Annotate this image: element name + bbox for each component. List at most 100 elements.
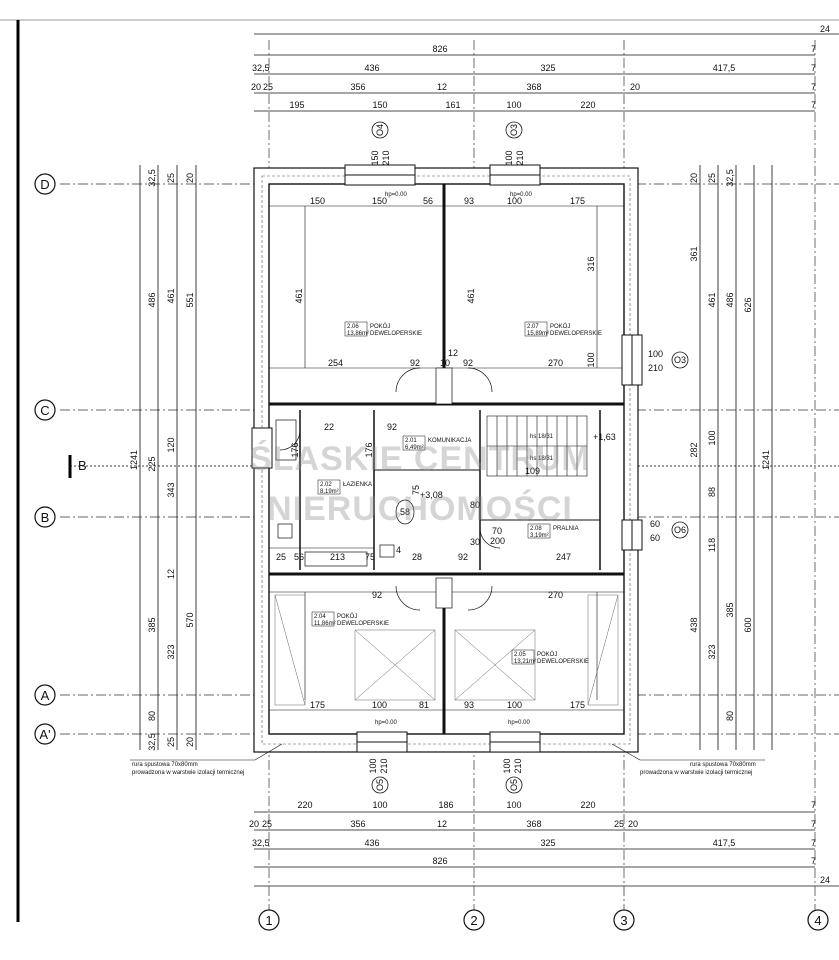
dim-right-80: 80 [725, 711, 735, 721]
window-o5-left-width: 100 [368, 758, 378, 773]
dim-left-20a: 20 [185, 173, 195, 183]
dim-top-161: 161 [445, 100, 460, 110]
dim-left-461: 461 [166, 288, 176, 303]
window-o5-left-height: 210 [379, 758, 389, 773]
dim-top-25a: 25 [263, 82, 273, 92]
top-dimension-text: 24 826 7 32,5 436 325 417,5 7 20 25 356 … [251, 24, 830, 110]
idim-mid-10: 10 [440, 358, 450, 368]
window-tags: O4 150 210 O3 100 210 O5 100 210 O5 100 … [368, 121, 689, 794]
watermark: ŚLASKIE CENTRUM NIERUCHOMOŚCI [249, 440, 590, 528]
top-dimension-chains [254, 33, 839, 112]
level-hall: +3,08 [420, 490, 443, 500]
idim-mid-270: 270 [548, 358, 563, 368]
stair-label-1: hs 18/31 [530, 434, 554, 440]
window-tag-o5-right: O5 [509, 779, 519, 791]
room-name: ŁAZIENKA [343, 482, 372, 488]
dim-top-150: 150 [372, 100, 387, 110]
room-id: 2.07 [527, 324, 539, 330]
door-swings [279, 367, 501, 611]
dim-bot-100a: 100 [372, 800, 387, 810]
dim-top-7d: 7 [811, 100, 816, 110]
dim-bot-25a: 25 [262, 819, 272, 829]
idim-mid-254: 254 [328, 358, 343, 368]
room-name: PRALNIA [553, 526, 579, 532]
dim-right-461: 461 [707, 292, 717, 307]
dim-left-12: 12 [166, 569, 176, 579]
idim-misc-75b: 75 [411, 485, 421, 495]
dim-top-368: 368 [526, 82, 541, 92]
level-stairs: +1,63 [593, 432, 616, 442]
threshold-labels: hp=0.00 hp=0.00 hp=0.00 hp=0.00 [375, 192, 533, 726]
dim-right-323: 323 [707, 644, 717, 659]
section-label: B [78, 458, 87, 473]
dim-right-25: 25 [707, 173, 717, 183]
dim-bot-7c: 7 [811, 838, 816, 848]
dim-top-7a: 7 [811, 44, 816, 54]
window-o6-height: 60 [650, 533, 660, 543]
idim-h-12: 12 [448, 348, 458, 358]
dim-left-80: 80 [147, 711, 157, 721]
room-area: 11,86m² [314, 621, 336, 627]
window-o3-right-height: 210 [648, 363, 663, 373]
dim-top-24: 24 [820, 24, 830, 34]
idim-top-100: 100 [507, 196, 522, 206]
hp-label-top-left: hp=0.00 [385, 192, 408, 198]
dim-top-417-5: 417,5 [713, 63, 736, 73]
dim-top-356: 356 [350, 82, 365, 92]
window-openings [251, 164, 643, 753]
dim-top-7c: 7 [811, 82, 816, 92]
dim-bot-436: 436 [364, 838, 379, 848]
idim-misc-92c: 92 [387, 422, 397, 432]
window-tag-o6: O6 [674, 525, 686, 535]
hp-label-top-right: hp=0.00 [510, 192, 533, 198]
idim-h-461a: 461 [294, 288, 304, 303]
drain-note-right-1: rura spustowa 70x80mm [690, 762, 756, 768]
room-area: 6,49m² [405, 445, 424, 451]
room-area: 15,89m² [527, 331, 549, 337]
room-name: POKÓJ [337, 613, 357, 620]
room-label-2-04: 2.04 POKÓJ 11,86m² DEWELOPERSKIE [311, 611, 389, 627]
idim-top-150b: 150 [372, 196, 387, 206]
dim-top-20b: 20 [630, 82, 640, 92]
dim-left-120: 120 [166, 437, 176, 452]
axis-label-a-prime: A' [39, 727, 50, 742]
dim-left-385: 385 [147, 617, 157, 632]
idim-misc-28: 28 [412, 552, 422, 562]
building-walls [253, 167, 639, 753]
room-name: POKÓJ [550, 323, 570, 330]
axis-label-c: C [40, 403, 49, 418]
idim-top-56: 56 [423, 196, 433, 206]
window-o5-right-width: 100 [502, 758, 512, 773]
dim-left-225: 225 [147, 456, 157, 471]
idim-h-461b: 461 [466, 288, 476, 303]
dim-top-826: 826 [432, 44, 447, 54]
dim-left-32-5a: 32,5 [147, 169, 157, 187]
dim-bot-20a: 20 [249, 819, 259, 829]
dim-bot-368: 368 [526, 819, 541, 829]
window-tag-o5-left: O5 [375, 779, 385, 791]
dim-left-570: 570 [185, 612, 195, 627]
room-id: 2.01 [405, 438, 417, 444]
dim-top-100: 100 [506, 100, 521, 110]
room-label-2-08: 2.08 PRALNIA 3,19m² [527, 523, 579, 539]
idim-misc-30: 30 [470, 537, 480, 547]
room-name: KOMUNIKACJA [428, 438, 471, 444]
dim-top-220: 220 [580, 100, 595, 110]
bottom-dimension-text: 220 100 186 100 220 7 20 25 356 12 368 2… [249, 800, 830, 885]
window-o3-top-height: 210 [515, 150, 525, 165]
window-o3-right-width: 100 [648, 349, 663, 359]
room-area: 8,19m² [320, 489, 339, 495]
room-name: POKÓJ [537, 651, 557, 658]
room-note: DEWELOPERSKIE [550, 331, 602, 337]
idim-misc-270: 270 [548, 590, 563, 600]
window-o3-top-width: 100 [504, 150, 514, 165]
idim-misc-176a: 176 [364, 442, 374, 457]
room-name: POKÓJ [370, 323, 390, 330]
room-area: 3,19m² [530, 533, 549, 539]
bottom-dimension-chains [254, 811, 839, 887]
axis-label-3: 3 [620, 913, 627, 928]
axis-label-b: B [41, 510, 50, 525]
stair-label-2: hs 18/31 [530, 456, 554, 462]
dim-bot-220b: 220 [580, 800, 595, 810]
